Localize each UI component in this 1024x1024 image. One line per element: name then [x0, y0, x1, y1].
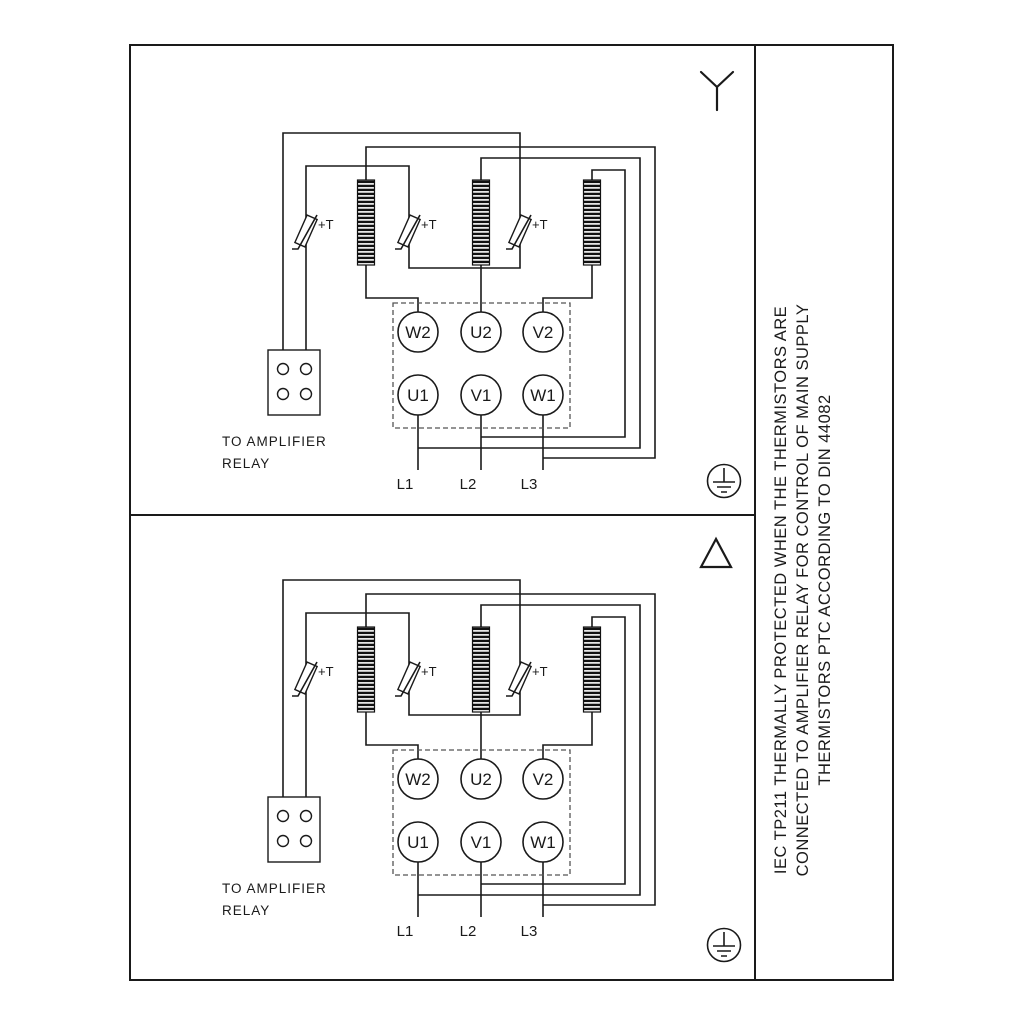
delta-connection-icon	[699, 536, 733, 569]
side-note-line3: THERMISTORS PTC ACCORDING TO DIN 44082	[816, 394, 834, 785]
relay-terminal	[276, 809, 290, 823]
thermistor-strike	[395, 214, 421, 250]
terminal-U1: U1	[397, 821, 439, 863]
thermistor-label: +T	[318, 217, 334, 232]
terminal-label: U1	[407, 833, 429, 852]
terminal-V2: V2	[522, 758, 564, 800]
relay-label-line1: TO AMPLIFIER	[222, 881, 327, 896]
terminal-circle	[460, 758, 502, 800]
thermistor: +T	[395, 214, 437, 250]
side-note-line2: CONNECTED TO AMPLIFIER RELAY FOR CONTROL…	[794, 304, 812, 877]
supply-label-L3: L3	[521, 923, 538, 940]
thermistor: +T	[506, 214, 548, 250]
terminal-label: U1	[407, 386, 429, 405]
terminal-circle	[522, 821, 564, 863]
winding-coil	[582, 179, 602, 266]
terminal-U2: U2	[460, 758, 502, 800]
relay-terminal	[276, 387, 290, 401]
relay-label-line2: RELAY	[222, 903, 270, 918]
terminal-label: V1	[471, 833, 492, 852]
thermistor-label: +T	[532, 217, 548, 232]
terminal-W2: W2	[397, 311, 439, 353]
terminal-W1: W1	[522, 374, 564, 416]
terminal-circle	[522, 758, 564, 800]
terminal-W1: W1	[522, 821, 564, 863]
supply-label-L1: L1	[397, 923, 414, 940]
terminal-label: W2	[405, 323, 431, 342]
terminal-circle	[460, 311, 502, 353]
delta-panel-wiring	[282, 579, 656, 917]
terminal-V1: V1	[460, 374, 502, 416]
relay-terminal	[299, 809, 313, 823]
relay-outline	[267, 349, 321, 416]
terminal-circle	[397, 311, 439, 353]
supply-label-L2: L2	[460, 476, 477, 493]
amplifier-relay-box	[267, 796, 321, 863]
relay-terminal	[276, 362, 290, 376]
terminal-label: U2	[470, 323, 492, 342]
winding-coil	[356, 179, 376, 266]
thermistor-label: +T	[421, 217, 437, 232]
terminal-label: V2	[533, 323, 554, 342]
thermistor: +T	[292, 214, 334, 250]
terminal-circle	[397, 821, 439, 863]
winding-coil	[582, 626, 602, 713]
thermistor-strike	[506, 661, 532, 697]
star-connection-icon	[699, 70, 735, 112]
terminal-W2: W2	[397, 758, 439, 800]
relay-terminal	[276, 834, 290, 848]
thermistor-strike	[292, 214, 318, 250]
earth-ground-icon	[706, 463, 742, 499]
terminal-label: V2	[533, 770, 554, 789]
winding-coil	[471, 626, 491, 713]
thermistor-label: +T	[318, 664, 334, 679]
thermistor: +T	[292, 661, 334, 697]
star-panel: +T +T +T TO AMPLIFIER RELAY W2	[222, 132, 656, 493]
terminal-label: W2	[405, 770, 431, 789]
supply-label-L1: L1	[397, 476, 414, 493]
thermistor-strike	[395, 661, 421, 697]
star-panel-wiring	[282, 132, 656, 470]
terminal-label: W1	[530, 833, 556, 852]
thermistor: +T	[506, 661, 548, 697]
diagram-border	[129, 44, 894, 981]
earth-ground-icon	[706, 927, 742, 963]
side-note-line1: IEC TP211 THERMALLY PROTECTED WHEN THE T…	[772, 306, 790, 874]
terminal-V2: V2	[522, 311, 564, 353]
terminal-circle	[460, 374, 502, 416]
terminal-circle	[460, 821, 502, 863]
amplifier-relay-box	[267, 349, 321, 416]
terminal-label: W1	[530, 386, 556, 405]
terminal-U2: U2	[460, 311, 502, 353]
relay-label-line2: RELAY	[222, 456, 270, 471]
relay-terminal	[299, 834, 313, 848]
thermistor: +T	[395, 661, 437, 697]
terminal-label: U2	[470, 770, 492, 789]
thermistor-label: +T	[421, 664, 437, 679]
terminal-circle	[397, 374, 439, 416]
terminal-circle	[522, 311, 564, 353]
terminal-block-outline	[392, 302, 571, 429]
thermistor-label: +T	[532, 664, 548, 679]
terminal-circle	[522, 374, 564, 416]
terminal-block-outline	[392, 749, 571, 876]
terminal-U1: U1	[397, 374, 439, 416]
terminal-circle	[397, 758, 439, 800]
delta-panel: +T +T +T TO AMPLIFIER RELAY W2 U2	[222, 579, 656, 940]
side-note: IEC TP211 THERMALLY PROTECTED WHEN THE T…	[772, 304, 834, 877]
winding-coil	[356, 626, 376, 713]
relay-label-line1: TO AMPLIFIER	[222, 434, 327, 449]
winding-coil	[471, 179, 491, 266]
terminal-V1: V1	[460, 821, 502, 863]
supply-label-L3: L3	[521, 476, 538, 493]
thermistor-strike	[292, 661, 318, 697]
relay-terminal	[299, 387, 313, 401]
relay-terminal	[299, 362, 313, 376]
terminal-label: V1	[471, 386, 492, 405]
relay-outline	[267, 796, 321, 863]
supply-label-L2: L2	[460, 923, 477, 940]
thermistor-strike	[506, 214, 532, 250]
